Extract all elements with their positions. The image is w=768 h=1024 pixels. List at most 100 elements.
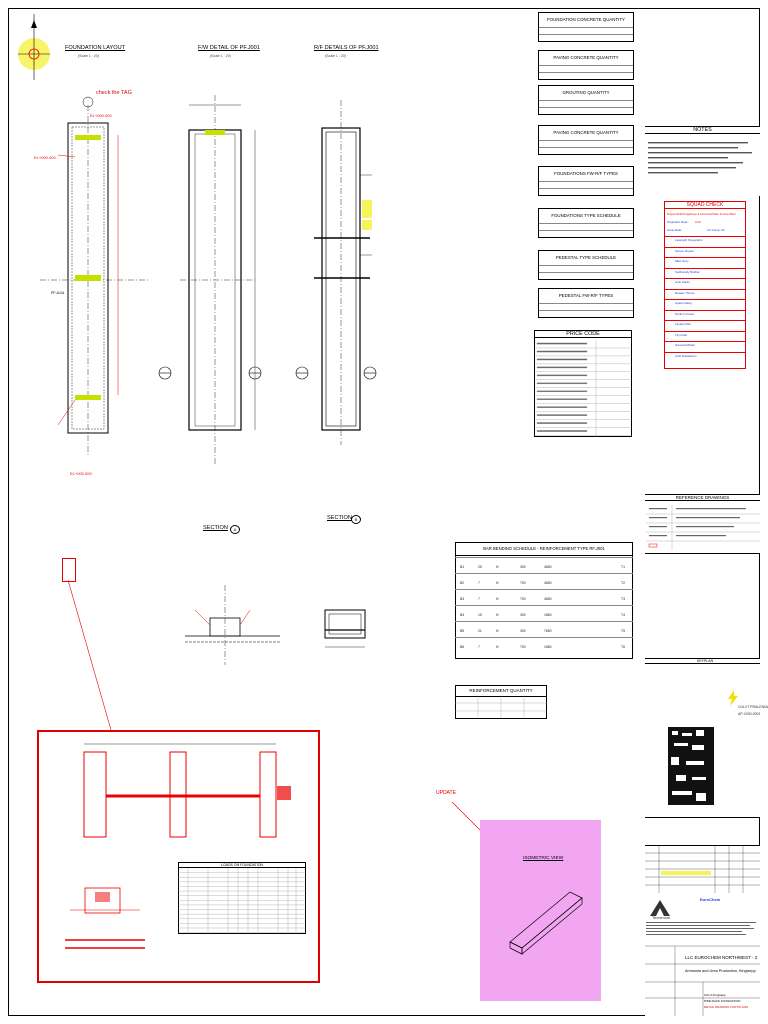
bar-schedule-cell: N [496, 565, 499, 569]
quantity-table-row [539, 181, 633, 189]
bar-schedule-cell: T3 [621, 597, 625, 601]
bar-schedule-cell: 4650 [544, 565, 552, 569]
squad-row-line [665, 278, 745, 279]
bar-schedule-cell: 700 [520, 581, 526, 585]
quantity-table-row [539, 310, 633, 318]
bar-schedule-cell: 25 [478, 565, 482, 569]
quantity-table-row [539, 265, 633, 273]
red-frame-marker [277, 786, 291, 800]
project-name: LLC EUROCHEM NORTHWEST - 2 [685, 955, 758, 960]
keyplan-title: KEYPLAN [645, 659, 760, 664]
quantity-table-row [539, 230, 633, 238]
section-b-drawing [324, 609, 366, 648]
quantity-table-row [539, 100, 633, 108]
quantity-table-title: PAVING CONCRETE QUANTITY [539, 51, 633, 66]
bar-schedule-cell: 1680 [544, 645, 552, 649]
price-code-grid [534, 340, 632, 437]
squad-name: Amit Kardo [675, 280, 690, 284]
bar-schedule-cell: T5 [621, 629, 625, 633]
isometric-view-title: ISOMETRIC VIEW [523, 856, 564, 861]
fw-detail-title: F/W DETAIL OF PF.J001 [198, 45, 260, 51]
quantity-table-title: PAVING CONCRETE QUANTITY [539, 126, 633, 141]
section-b-mark: B [351, 515, 361, 524]
quantity-table-row [539, 107, 633, 115]
quantity-table-title: PEDESTAL FW-R/F TYPES [539, 289, 633, 304]
price-code-row-text [536, 350, 588, 353]
squad-art-comp: Art Comp. Dt.: [707, 228, 727, 232]
section-a-mark: A [230, 525, 240, 534]
plant-name: Ammonia and Urea Production, Kingisepp [685, 969, 756, 973]
bar-schedule-cell: B4 [460, 613, 465, 617]
bar-schedule-cell: B1 [460, 565, 465, 569]
bar-schedule-row [455, 589, 633, 590]
squad-check-title: SQUAD CHECK [665, 202, 745, 209]
isometric-view-drawing [509, 891, 583, 955]
bar-schedule-cell: B3 [460, 597, 465, 601]
bar-schedule-cell: B5 [460, 629, 465, 633]
bar-schedule-cell: B6 [460, 645, 465, 649]
squad-row-line [665, 236, 745, 237]
quantity-table: GROUTING QUANTITY [538, 85, 634, 115]
squad-row-line [665, 320, 745, 321]
quantity-table: FOUNDATIONS FW-R/F TYPES [538, 166, 634, 196]
title-block-text-lines [646, 922, 756, 935]
quantity-table-row [539, 147, 633, 155]
quantity-table-row [539, 34, 633, 42]
price-code-row-text [536, 374, 588, 377]
quantity-table: PEDESTAL FW-R/F TYPES [538, 288, 634, 318]
bar-schedule-title: BAR BENDING SCHEDULE - REINFORCEMENT TYP… [456, 543, 632, 556]
squad-name: Mike Grey [675, 259, 689, 263]
squad-name: Rowan Throne [675, 290, 695, 295]
squad-row-line [665, 330, 745, 332]
svg-text:EL+000.000: EL+000.000 [34, 155, 56, 160]
section-a-title: SECTION [203, 525, 228, 531]
quantity-table: PEDESTAL TYPE SCHEDULE [538, 250, 634, 280]
bar-schedule-cell: 300 [520, 629, 526, 633]
reinforcement-quantity-grid [455, 695, 547, 719]
loads-table: LOADS ON FOUNDATION [178, 862, 306, 934]
bar-bending-schedule: BAR BENDING SCHEDULE - REINFORCEMENT TYP… [455, 542, 633, 659]
bar-schedule-cell: B2 [460, 581, 465, 585]
price-code-row-text [536, 342, 588, 345]
quantity-table-row [539, 140, 633, 148]
keyplan-tag: CULVT PRALENIAM AP-1000-0001 [738, 705, 768, 716]
reference-drawings-panel: REFERENCE DRAWINGS [645, 494, 760, 554]
price-code-row-text [536, 414, 588, 416]
svg-text:EL+000.000: EL+000.000 [90, 113, 112, 118]
squad-name: Norlinm Freed [675, 311, 695, 316]
squad-row-line [665, 309, 745, 311]
red-callout-note [62, 558, 76, 582]
isometric-view-panel [480, 820, 601, 1001]
squad-name: Lavanti Rao [675, 322, 692, 326]
squad-issue-date: Issue Date: [667, 228, 683, 232]
tecnimont-logo-icon [650, 900, 670, 916]
bar-schedule-row [455, 605, 633, 606]
bar-schedule-cell: 700 [520, 645, 526, 649]
squad-name: Gansad Mickel [675, 343, 695, 347]
rf-details-drawing [314, 100, 372, 445]
title-block-revision-grid [645, 845, 760, 893]
svg-text:EL+000.000: EL+000.000 [70, 471, 92, 476]
bar-schedule-cell: 1860 [544, 613, 552, 617]
foundation-layout-scale: (Scale 1 : 20) [78, 54, 99, 58]
red-detail-sketch [65, 887, 145, 949]
squad-row-line [665, 341, 745, 342]
bar-schedule-cell: N [496, 597, 499, 601]
squad-row-line [665, 299, 745, 300]
quantity-table-title: FOUNDATION CONCRETE QUANTITY [539, 13, 633, 28]
section-a-drawing [185, 585, 280, 665]
reference-drawings-title: REFERENCE DRAWINGS [645, 495, 760, 501]
squad-check-panel: SQUAD CHECK Project:2153 Kingsbeep & Amm… [664, 201, 746, 369]
price-code-row-text [536, 430, 588, 432]
bar-schedule-row [455, 557, 633, 558]
bar-schedule-cell: T4 [621, 613, 625, 617]
squad-name: Ayaan Mang [675, 301, 692, 305]
keyplan-lightning-icon [728, 690, 738, 706]
squad-row-line [665, 351, 745, 353]
north-arrow-icon [18, 14, 50, 80]
drawing-title-2: PIPE RACK FOUNDATION [704, 999, 741, 1003]
squad-name: Steven Rupert [675, 248, 695, 253]
squad-row-line [665, 246, 745, 248]
price-code-row-text [536, 358, 588, 361]
keyplan-map [668, 727, 714, 805]
